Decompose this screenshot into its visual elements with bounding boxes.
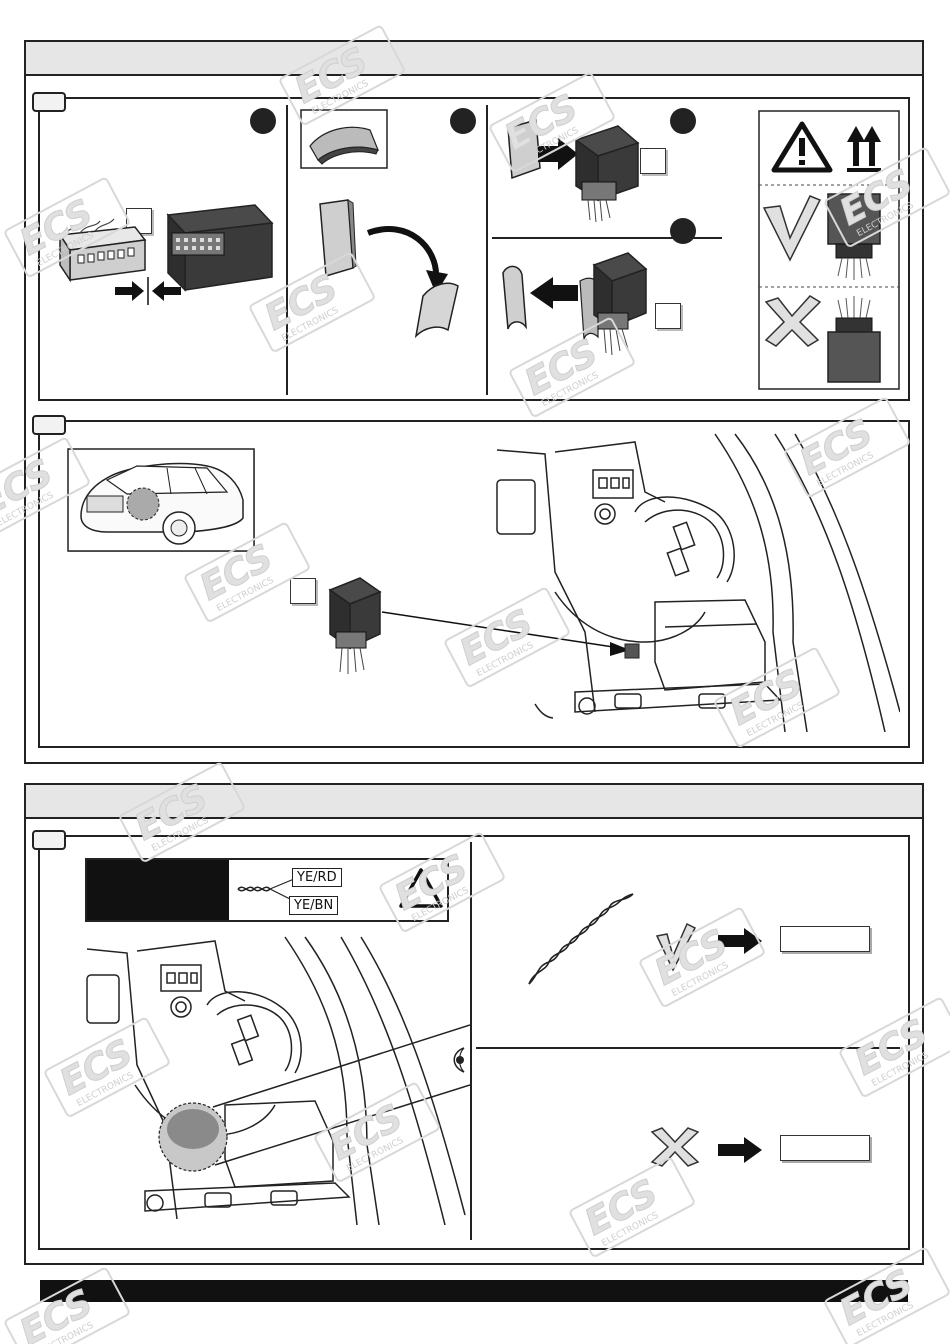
- step-tab-3: [32, 830, 66, 850]
- divider: [486, 105, 488, 395]
- section-wiring-header: [26, 785, 922, 819]
- peeled-liner: [414, 282, 459, 338]
- divider: [476, 1047, 900, 1049]
- mount-location-highlight: [126, 487, 160, 521]
- module-box: [166, 204, 274, 292]
- arrow-right-icon: [718, 1137, 762, 1163]
- apply-pad-illustration: [507, 119, 640, 223]
- step-badge: [450, 108, 476, 134]
- part-number-box: [290, 578, 316, 604]
- step-tab-2: [32, 415, 66, 435]
- module-pointer: [328, 577, 630, 674]
- step-tab-1: [32, 92, 66, 112]
- check-mark-icon: [655, 922, 697, 972]
- result-box-incorrect: [780, 1135, 870, 1161]
- wire-label-ye-rd: YE/RD: [292, 868, 342, 887]
- check-mark-icon: [762, 195, 822, 262]
- watermark-sub: ELECTRONICS: [35, 1320, 95, 1344]
- cross-mark-icon: [764, 295, 822, 347]
- vehicle-thumbnail: [67, 448, 255, 552]
- connector-plug: [58, 218, 147, 283]
- eye-icon: [453, 1047, 465, 1073]
- watermark-sub: ELECTRONICS: [855, 1300, 915, 1338]
- remove-liner-illustration: [502, 252, 648, 356]
- arrow-right-icon: [718, 928, 762, 954]
- orientation-guide: [758, 110, 900, 390]
- footer-bar: [40, 1280, 908, 1302]
- adhesive-sheet: [319, 199, 354, 277]
- cross-mark-icon: [650, 1127, 700, 1167]
- part-number-box: [655, 303, 681, 329]
- warning-triangle-icon: [771, 121, 833, 173]
- peel-arrow: [366, 226, 440, 279]
- twisted-pair-icon: [237, 878, 295, 902]
- step-badge: [670, 218, 696, 244]
- section-mounting-header: [26, 42, 922, 76]
- divider: [470, 842, 472, 1240]
- trunk-interior-drawing-detail: [86, 936, 470, 1225]
- module-wrong-orientation: [827, 296, 881, 383]
- divider: [492, 237, 722, 239]
- wiring-legend-dark-block: [87, 860, 229, 920]
- divider: [286, 105, 288, 395]
- adhesive-pad-illustration: [300, 109, 459, 338]
- part-number-box: [640, 148, 666, 174]
- push-together-arrows: [115, 277, 181, 305]
- remove-arrow: [530, 277, 578, 309]
- apply-arrow: [538, 138, 578, 170]
- trunk-interior-drawing: [496, 433, 900, 732]
- warning-triangle-icon: [399, 868, 443, 908]
- connector-and-module-illustration: [58, 204, 274, 305]
- result-box-correct: [780, 926, 870, 952]
- module-target-location: [624, 643, 640, 659]
- twisted-wire-illustration: [528, 893, 634, 985]
- step-badge: [250, 108, 276, 134]
- wire-label-ye-bn: YE/BN: [289, 896, 339, 915]
- step-badge: [670, 108, 696, 134]
